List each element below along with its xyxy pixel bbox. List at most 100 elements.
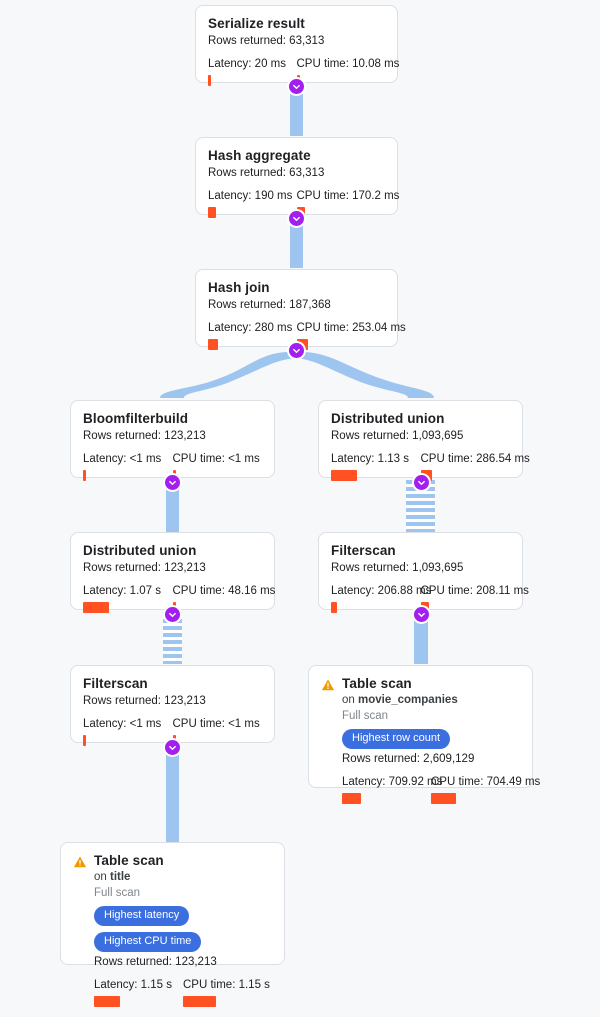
cpu-label: CPU time: 286.54 ms <box>420 453 530 465</box>
rows-returned: Rows returned: 123,213 <box>83 562 206 574</box>
node-metrics: Latency: 280 ms CPU time: 253.04 ms <box>208 321 406 350</box>
node-metrics: Latency: 20 ms CPU time: 10.08 ms <box>208 57 399 86</box>
latency-bar <box>208 207 216 218</box>
plan-node-filterscan-right[interactable]: Filterscan Rows returned: 1,093,695 Late… <box>318 532 529 613</box>
node-title: Bloomfilterbuild <box>83 411 189 426</box>
node-header: Bloomfilterbuild <box>83 410 262 427</box>
node-metrics: Latency: 1.07 s CPU time: 48.16 ms <box>83 584 276 613</box>
latency-label: Latency: 709.92 ms <box>342 776 443 788</box>
latency-bar <box>94 996 120 1007</box>
node-header: Hash aggregate <box>208 147 385 164</box>
badge-highest-row-count[interactable]: Highest row count <box>342 729 451 749</box>
connector-filterscan-left-to-table-scan <box>166 745 179 842</box>
edge-hashjoin-to-bloomfilterbuild <box>160 352 302 398</box>
cpu-label: CPU time: <1 ms <box>172 453 260 465</box>
node-header: Distributed union <box>331 410 510 427</box>
rows-returned: Rows returned: 1,093,695 <box>331 430 464 442</box>
latency-bar <box>331 470 357 481</box>
badge-highest-latency[interactable]: Highest latency <box>94 906 190 926</box>
warning-triangle-icon <box>73 856 87 868</box>
plan-node-filterscan-left[interactable]: Filterscan Rows returned: 123,213 Latenc… <box>70 665 275 746</box>
chevron-down-icon <box>169 480 176 486</box>
latency-metric: Latency: 190 ms <box>208 189 297 218</box>
collapse-button-serialize-result[interactable] <box>289 79 304 94</box>
chevron-down-icon <box>169 745 176 751</box>
collapse-button-hash-join[interactable] <box>289 343 304 358</box>
node-header: Table scan <box>321 675 520 692</box>
cpu-metric: CPU time: <1 ms <box>172 717 263 746</box>
latency-label: Latency: <1 ms <box>83 453 162 465</box>
node-metrics: Latency: 709.92 ms CPU time: 704.49 ms <box>342 775 541 804</box>
latency-label: Latency: 280 ms <box>208 322 293 334</box>
scan-type: Full scan <box>342 710 389 722</box>
plan-node-table-scan-movie-companies[interactable]: Table scan on movie_companies Full scan … <box>308 665 540 804</box>
connector-distributed-union-left-to-filterscan <box>163 612 182 664</box>
cpu-metric: CPU time: 208.11 ms <box>420 584 529 613</box>
badge-highest-cpu-time[interactable]: Highest CPU time <box>94 932 202 952</box>
latency-label: Latency: 1.13 s <box>331 453 409 465</box>
cpu-label: CPU time: 48.16 ms <box>172 585 276 597</box>
node-metrics: Latency: 1.15 s CPU time: 1.15 s <box>94 978 272 1007</box>
rows-returned: Rows returned: 1,093,695 <box>331 562 464 574</box>
collapse-button-filterscan-left[interactable] <box>165 740 180 755</box>
badge-list: Highest latency Highest CPU time <box>94 906 272 952</box>
plan-node-distributed-union-right[interactable]: Distributed union Rows returned: 1,093,6… <box>318 400 530 481</box>
latency-bar <box>83 735 86 746</box>
cpu-label: CPU time: 704.49 ms <box>431 776 541 788</box>
rows-returned: Rows returned: 123,213 <box>83 430 206 442</box>
node-title: Filterscan <box>331 543 396 558</box>
node-title: Serialize result <box>208 16 305 31</box>
node-header: Table scan <box>73 852 272 869</box>
node-metrics: Latency: 1.13 s CPU time: 286.54 ms <box>331 452 530 481</box>
plan-node-table-scan-title[interactable]: Table scan on title Full scan Highest la… <box>60 842 285 1007</box>
table-reference: on title <box>94 870 272 885</box>
cpu-metric: CPU time: 10.08 ms <box>296 57 399 86</box>
plan-node-distributed-union-left[interactable]: Distributed union Rows returned: 123,213… <box>70 532 276 613</box>
collapse-button-distributed-union-left[interactable] <box>165 607 180 622</box>
node-header: Serialize result <box>208 15 385 32</box>
collapse-button-hash-aggregate[interactable] <box>289 211 304 226</box>
latency-bar <box>208 339 218 350</box>
collapse-button-distributed-union-right[interactable] <box>414 475 429 490</box>
latency-label: Latency: 206.88 ms <box>331 585 432 597</box>
latency-label: Latency: 190 ms <box>208 190 293 202</box>
rows-returned: Rows returned: 63,313 <box>208 167 325 179</box>
node-metrics: Latency: <1 ms CPU time: <1 ms <box>83 452 262 481</box>
node-title: Table scan <box>342 676 412 691</box>
rows-returned: Rows returned: 123,213 <box>94 956 217 968</box>
latency-metric: Latency: <1 ms <box>83 717 173 746</box>
node-title: Filterscan <box>83 676 148 691</box>
cpu-metric: CPU time: 286.54 ms <box>420 452 530 481</box>
connector-bloomfilterbuild-to-distributed-union <box>166 480 179 532</box>
plan-node-serialize-result[interactable]: Serialize result Rows returned: 63,313 L… <box>195 5 399 86</box>
node-body: on title Full scan Highest latency Highe… <box>73 870 272 1007</box>
connector-filterscan-right-to-table-scan <box>414 612 428 664</box>
cpu-metric: CPU time: 48.16 ms <box>172 584 276 613</box>
collapse-button-bloomfilterbuild[interactable] <box>165 475 180 490</box>
cpu-label: CPU time: 208.11 ms <box>420 585 529 597</box>
latency-metric: Latency: 1.13 s <box>331 452 421 481</box>
plan-node-hash-join[interactable]: Hash join Rows returned: 187,368 Latency… <box>195 269 406 350</box>
plan-node-hash-aggregate[interactable]: Hash aggregate Rows returned: 63,313 Lat… <box>195 137 399 218</box>
collapse-button-filterscan-right[interactable] <box>414 607 429 622</box>
cpu-label: CPU time: 1.15 s <box>183 979 270 991</box>
node-body: on movie_companies Full scan Highest row… <box>321 693 541 804</box>
cpu-metric: CPU time: 1.15 s <box>183 978 272 1007</box>
edge-hashjoin-to-distributed-union <box>290 352 434 398</box>
chevron-down-icon <box>418 480 425 486</box>
rows-returned: Rows returned: 63,313 <box>208 35 325 47</box>
warning-triangle-icon <box>321 679 335 691</box>
plan-node-bloomfilterbuild[interactable]: Bloomfilterbuild Rows returned: 123,213 … <box>70 400 275 481</box>
latency-bar <box>342 793 361 804</box>
rows-returned: Rows returned: 187,368 <box>208 299 331 311</box>
latency-bar <box>83 602 109 613</box>
latency-metric: Latency: 206.88 ms <box>331 584 432 613</box>
chevron-down-icon <box>169 612 176 618</box>
connector-serialize-to-hash-aggregate <box>290 84 303 136</box>
chevron-down-icon <box>293 348 300 354</box>
latency-bar <box>331 602 337 613</box>
latency-label: Latency: <1 ms <box>83 718 162 730</box>
cpu-label: CPU time: <1 ms <box>172 718 260 730</box>
latency-metric: Latency: 709.92 ms <box>342 775 443 804</box>
